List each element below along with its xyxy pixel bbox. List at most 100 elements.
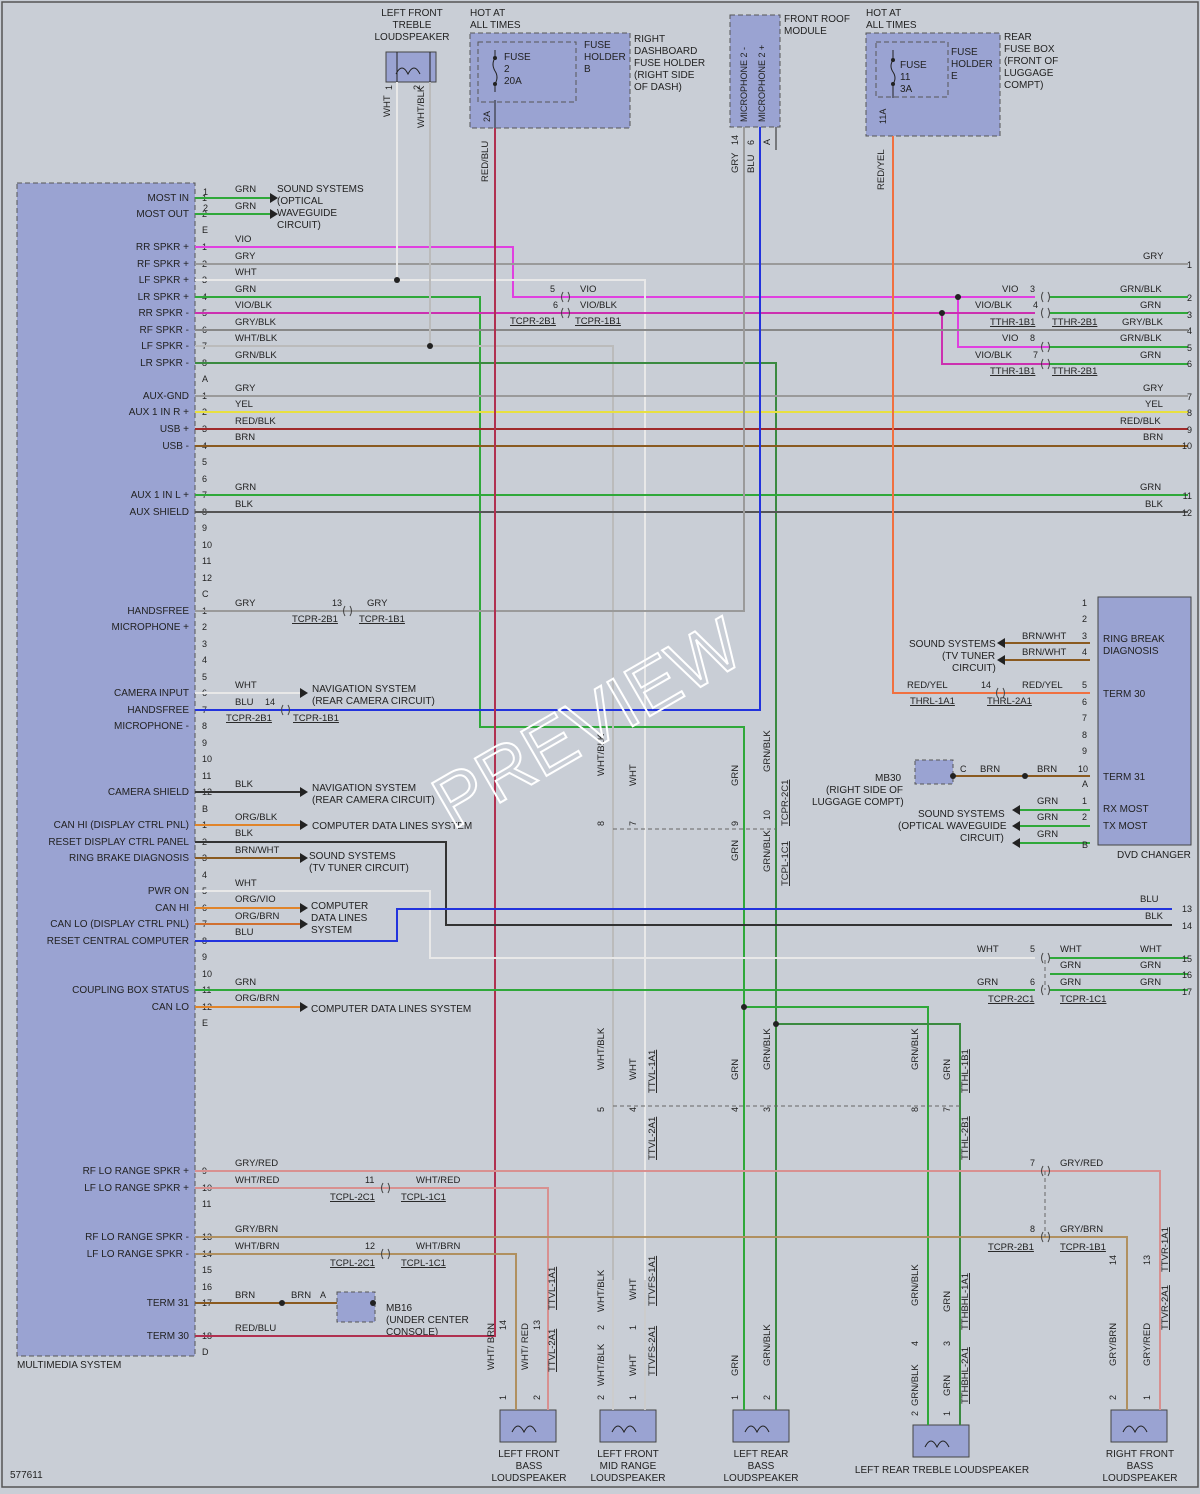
lf-mid-3: LOUDSPEAKER	[590, 1473, 665, 1484]
vconnector-label-12: TTVR-1A1	[1160, 1227, 1171, 1272]
note-nav1-1: NAVIGATION SYSTEM	[312, 684, 416, 695]
vconnector-label-4: TTHL-1B1	[960, 1049, 971, 1093]
vwire-label-7: WHT	[628, 764, 639, 786]
fuse11-label-1: FUSE	[900, 60, 927, 71]
vwire-label-17: GRN	[942, 1059, 953, 1080]
mb30-loc-2: LUGGAGE COMPT)	[812, 797, 904, 808]
mm-pin-number-29: 5	[202, 672, 207, 682]
connector-label-6: TCPR-2B1	[292, 614, 338, 625]
wire-label-9: GRN/BLK	[235, 350, 277, 361]
wire-label-75: GRY/RED	[1060, 1158, 1103, 1169]
vpin-8: 7	[628, 821, 638, 826]
vwire-label-18: WHT/BLK	[596, 1269, 607, 1312]
wire-label-32: WHT/BRN	[235, 1241, 279, 1252]
connector-label-4: TTHR-1B1	[990, 366, 1035, 377]
connector-pin-6: 13	[332, 598, 342, 608]
wire-label-34: RED/BLU	[235, 1323, 276, 1334]
rear-fuse-label-3: (FRONT OF	[1004, 56, 1058, 67]
connector-pin-30: 1	[1082, 796, 1087, 806]
vpin-23: 14	[1108, 1255, 1118, 1265]
connector-pin-2: 3	[1030, 284, 1035, 294]
lf-mid-1: LEFT FRONT	[597, 1449, 658, 1460]
vpin-29: 1	[730, 1395, 740, 1400]
note-nav1-2: (REAR CAMERA CIRCUIT)	[312, 696, 435, 707]
mm-pin-label-51: RF LO RANGE SPKR +	[83, 1166, 190, 1177]
wires	[195, 52, 1188, 1425]
lf-mid-loudspeaker: LEFT FRONT MID RANGE LOUDSPEAKER	[590, 1409, 666, 1484]
wire-label-16: GRY	[235, 598, 256, 609]
lf-bass-2: BASS	[516, 1461, 543, 1472]
mm-pin-label-31: HANDSFREE	[127, 705, 189, 716]
mm-pin-number-2: E	[202, 225, 208, 235]
vwire-label-4: BLU	[746, 154, 757, 173]
lr-bass-3: LOUDSPEAKER	[723, 1473, 798, 1484]
right-pin-6: 7	[1187, 392, 1192, 402]
note-cdl2-3: SYSTEM	[311, 925, 352, 936]
vwire-label-10: GRN	[730, 840, 741, 861]
rear-fuse-label-2: FUSE BOX	[1004, 44, 1055, 55]
vwire-label-28: GRY/BRN	[1108, 1323, 1119, 1366]
wire-label-8: WHT/BLK	[235, 333, 278, 344]
rear-fuse-box: FUSE 11 3A FUSE HOLDER E HOT AT ALL TIME…	[865, 8, 1058, 137]
connector-label-18: TCPR-2B1	[988, 1242, 1034, 1253]
wire-label-27: GRN	[235, 977, 256, 988]
vconnector-label-7: TTVL-2A1	[547, 1329, 558, 1372]
wire-gry-brn	[195, 1236, 1128, 1410]
note-nav2-1: NAVIGATION SYSTEM	[312, 783, 416, 794]
wire-label-28: ORG/BRN	[235, 993, 279, 1004]
note-cdl1: COMPUTER DATA LINES SYSTEM	[312, 821, 472, 832]
fuse-holder-e-1: FUSE	[951, 47, 978, 58]
vpin-33: 2	[1108, 1395, 1118, 1400]
right-pin-4: 5	[1187, 343, 1192, 353]
wire-label-74: WHT/BRN	[416, 1241, 460, 1252]
wire-label-3: GRY	[235, 251, 256, 262]
hot1-label-1: HOT AT	[470, 8, 505, 19]
mm-pin-number-28: 4	[202, 655, 207, 665]
wire-label-2: VIO	[235, 234, 251, 245]
mm-pin-number-57: 16	[202, 1282, 212, 1292]
connector-pin-15: 1	[203, 187, 208, 197]
connector-pin-17: A	[320, 1290, 326, 1300]
mm-pin-label-8: RF SPKR -	[140, 325, 189, 336]
mm-pin-number-17: 6	[202, 474, 207, 484]
wire-handsfree-minus	[195, 127, 761, 711]
vconnector-label-2: TTVL-1A1	[647, 1050, 658, 1093]
mm-pin-label-54: RF LO RANGE SPKR -	[85, 1232, 189, 1243]
wire-label-25: ORG/BRN	[235, 911, 279, 922]
wire-label-17: WHT	[235, 680, 257, 691]
front-roof-label-2: MODULE	[784, 26, 827, 37]
mm-pin-label-38: CAN HI (DISPLAY CTRL PNL)	[54, 820, 189, 831]
vpin-11: 5	[596, 1107, 606, 1112]
connector-pin-14: 8	[1030, 1224, 1035, 1234]
connector-label-9: TCPR-1B1	[293, 713, 339, 724]
vpin-32: 1	[942, 1411, 952, 1416]
vpin-0: 2	[412, 85, 422, 90]
wire-label-35: VIO	[580, 284, 596, 295]
note-sound-opt-1: SOUND SYSTEMS	[277, 184, 364, 195]
right-pin-0: 1	[1187, 260, 1192, 270]
wire-label-37: GRY	[1143, 251, 1164, 262]
fuse-holder-b-3: B	[584, 64, 591, 75]
vpin-28: 1	[628, 1395, 638, 1400]
vconnector-label-1: TCPL-1C1	[780, 841, 791, 886]
rf-bass-2: BASS	[1127, 1461, 1154, 1472]
mm-pin-label-48: COUPLING BOX STATUS	[72, 985, 189, 996]
vpin-25: 1	[498, 1395, 508, 1400]
wire-label-59: BRN	[1037, 764, 1057, 775]
wire-pwr-on	[195, 890, 1035, 959]
connector-arcs	[281, 291, 1050, 1260]
wire-label-49: RED/BLK	[1120, 416, 1161, 427]
side-notes: SOUND SYSTEMS (OPTICAL WAVEGUIDE CIRCUIT…	[277, 184, 1007, 1015]
wire-label-56: RED/YEL	[907, 680, 948, 691]
vpin-3: 14	[730, 135, 740, 145]
mm-pin-label-49: CAN LO	[152, 1002, 189, 1013]
right-pin-12: 13	[1182, 904, 1192, 914]
right-pin-2: 3	[1187, 310, 1192, 320]
wire-label-62: GRN	[1037, 829, 1058, 840]
vwire-label-2: RED/BLU	[480, 141, 491, 182]
note-cdl2-1: COMPUTER	[311, 901, 368, 912]
vpin-9: 9	[730, 821, 740, 826]
connector-pin-31: 2	[1082, 812, 1087, 822]
vwire-label-15: GRN/BLK	[762, 1028, 773, 1070]
